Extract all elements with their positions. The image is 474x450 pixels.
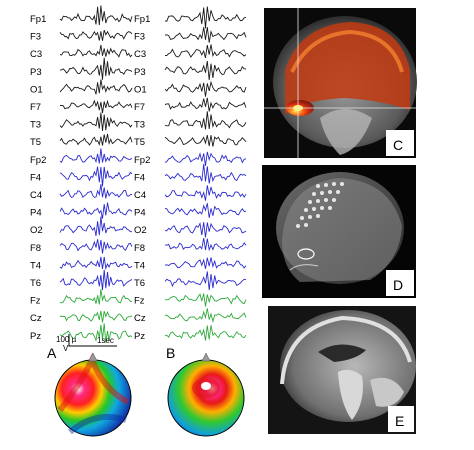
panel-a-label-t6: T6 bbox=[30, 278, 41, 289]
panel-a-trace-fp2 bbox=[59, 148, 133, 164]
panel-a-trace-o2 bbox=[59, 216, 132, 236]
panel-label-c: C bbox=[393, 137, 403, 153]
panel-b-trace-c4 bbox=[164, 185, 247, 201]
panel-b-label-t5: T5 bbox=[134, 137, 145, 148]
panel-b-label-c3: C3 bbox=[134, 49, 146, 60]
panel-b-label-p3: P3 bbox=[134, 67, 146, 78]
panel-b-trace-t6 bbox=[164, 271, 247, 290]
panel-a-label-t3: T3 bbox=[30, 120, 41, 131]
panel-b-trace-t4 bbox=[164, 257, 247, 269]
panel-b-trace-p4 bbox=[164, 203, 247, 218]
panel-b-trace-t5 bbox=[164, 135, 247, 147]
panel-a-label-c4: C4 bbox=[30, 190, 42, 201]
panel-b-trace-p3 bbox=[164, 60, 247, 81]
panel-a-trace-c3 bbox=[59, 44, 133, 58]
panel-a-label-pz: Pz bbox=[30, 331, 41, 342]
image-panel-c: C bbox=[264, 8, 417, 158]
panel-b-label-f8: F8 bbox=[134, 243, 145, 254]
topomap-b bbox=[167, 352, 245, 437]
panel-b-label-t4: T4 bbox=[134, 260, 145, 271]
panel-b-trace-c3 bbox=[164, 44, 247, 59]
panel-a-label-c3: C3 bbox=[30, 49, 42, 60]
panel-a-trace-f8 bbox=[59, 239, 133, 254]
panel-a-label-f8: F8 bbox=[30, 243, 41, 254]
panel-label-a: A bbox=[47, 345, 57, 361]
panel-a-trace-f3 bbox=[59, 29, 133, 41]
scale-bar: 100 µ V 1sec bbox=[56, 334, 117, 353]
eeg-traces-a bbox=[59, 5, 133, 343]
eeg-traces-b bbox=[164, 6, 247, 341]
panel-label-e: E bbox=[395, 413, 404, 429]
panel-b-trace-o1 bbox=[164, 80, 247, 97]
panel-b-trace-fp2 bbox=[164, 151, 247, 166]
panel-a-label-p3: P3 bbox=[30, 67, 42, 78]
electrode-grid bbox=[296, 182, 344, 228]
scale-time-label: 1sec bbox=[97, 336, 114, 345]
image-panel-d: D bbox=[262, 165, 416, 298]
panel-b-trace-f7 bbox=[164, 97, 247, 112]
panel-a-trace-t6 bbox=[59, 269, 133, 290]
panel-b-label-t3: T3 bbox=[134, 120, 145, 131]
topomap-a bbox=[54, 352, 132, 437]
panel-b-label-fp2: Fp2 bbox=[134, 155, 150, 166]
panel-b-trace-f8 bbox=[164, 238, 247, 252]
panel-b-trace-f4 bbox=[164, 163, 247, 184]
panel-a-label-p4: P4 bbox=[30, 208, 42, 219]
panel-b-label-p4: P4 bbox=[134, 208, 146, 219]
panel-a-label-fz: Fz bbox=[30, 296, 41, 307]
panel-a-label-fp2: Fp2 bbox=[30, 155, 46, 166]
panel-a-trace-o1 bbox=[59, 79, 133, 95]
image-panel-e: E bbox=[268, 306, 416, 434]
panel-a-label-fp1: Fp1 bbox=[30, 14, 46, 25]
panel-b-label-fp1: Fp1 bbox=[134, 14, 150, 25]
panel-b-label-cz: Cz bbox=[134, 313, 146, 324]
panel-a-trace-t4 bbox=[59, 256, 133, 271]
panel-b-label-f4: F4 bbox=[134, 172, 145, 183]
panel-label-b: B bbox=[166, 345, 175, 361]
panel-a-label-f4: F4 bbox=[30, 172, 41, 183]
panel-b-label-c4: C4 bbox=[134, 190, 146, 201]
panel-b-label-o2: O2 bbox=[134, 225, 147, 236]
panel-a-trace-t3 bbox=[59, 112, 133, 131]
panel-a-label-t4: T4 bbox=[30, 260, 41, 271]
panel-a-trace-fz bbox=[59, 289, 133, 305]
panel-b-trace-t3 bbox=[164, 111, 247, 130]
scale-amplitude-label: 100 µ bbox=[56, 335, 77, 344]
panel-a-trace-cz bbox=[59, 310, 133, 323]
panel-b-trace-o2 bbox=[164, 222, 247, 238]
panel-a-trace-f7 bbox=[59, 99, 133, 114]
panel-label-d: D bbox=[393, 277, 403, 293]
panel-b-label-o1: O1 bbox=[134, 84, 147, 95]
panel-a-label-t5: T5 bbox=[30, 137, 41, 148]
panel-a-label-f3: F3 bbox=[30, 32, 41, 43]
panel-a-trace-c4 bbox=[59, 184, 133, 199]
panel-b-label-fz: Fz bbox=[134, 296, 145, 307]
panel-b-label-pz: Pz bbox=[134, 331, 145, 342]
panel-b-trace-f3 bbox=[164, 27, 247, 43]
panel-b-label-f3: F3 bbox=[134, 32, 145, 43]
panel-a-trace-t5 bbox=[59, 133, 133, 146]
scale-amplitude-unit: V bbox=[63, 344, 69, 353]
panel-a-label-o1: O1 bbox=[30, 84, 43, 95]
panel-b-label-f7: F7 bbox=[134, 102, 145, 113]
panel-b-trace-cz bbox=[164, 308, 247, 324]
panel-b-trace-fz bbox=[164, 293, 247, 307]
panel-a-trace-p4 bbox=[59, 202, 133, 219]
panel-a-trace-f4 bbox=[59, 166, 133, 187]
panel-a-label-cz: Cz bbox=[30, 313, 42, 324]
panel-a-label-o2: O2 bbox=[30, 225, 43, 236]
panel-a-label-f7: F7 bbox=[30, 102, 41, 113]
panel-a-trace-fp1 bbox=[59, 5, 133, 26]
panel-b-trace-pz bbox=[164, 325, 247, 341]
panel-b-trace-fp1 bbox=[164, 6, 247, 29]
panel-b-label-t6: T6 bbox=[134, 278, 145, 289]
panel-a-trace-p3 bbox=[59, 57, 133, 80]
panel-a-trace-pz bbox=[59, 323, 133, 343]
